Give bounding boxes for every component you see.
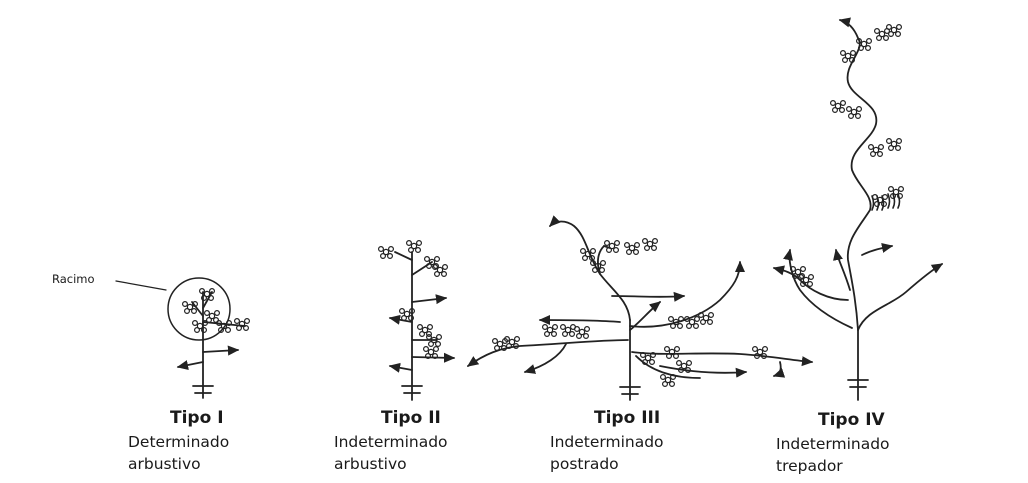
type-3-line2: postrado [550, 454, 619, 474]
type-1-line2: arbustivo [128, 454, 201, 474]
plant-type-2 [379, 241, 454, 400]
type-3-title: Tipo III [594, 408, 660, 428]
plant-type-1 [116, 278, 249, 398]
type-4-line2: trepador [776, 456, 843, 476]
type-2-title: Tipo II [381, 408, 441, 428]
type-1-line1: Determinado [128, 432, 229, 452]
type-1-title: Tipo I [170, 408, 224, 428]
plant-type-3 [468, 222, 812, 401]
type-2-line1: Indeterminado [334, 432, 448, 452]
type-4-title: Tipo IV [818, 410, 885, 430]
type-4-line1: Indeterminado [776, 434, 890, 454]
racimo-callout-label: Racimo [52, 272, 95, 286]
type-2-line2: arbustivo [334, 454, 407, 474]
type-3-line1: Indeterminado [550, 432, 664, 452]
plant-type-4 [774, 20, 942, 400]
